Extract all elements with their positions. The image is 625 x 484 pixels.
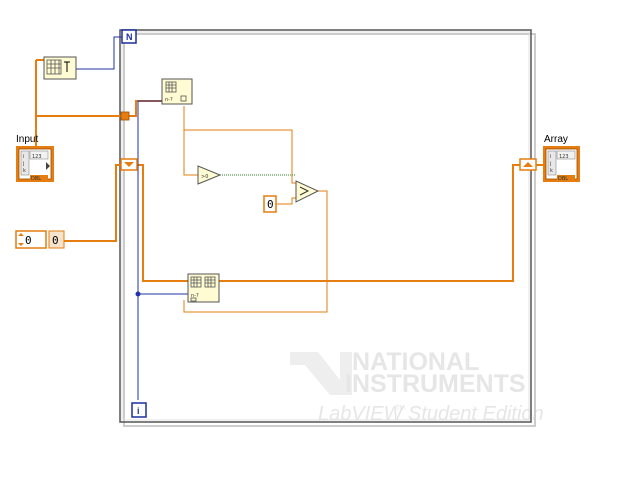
for-loop[interactable]	[119, 29, 536, 427]
select-node[interactable]	[295, 180, 320, 203]
svg-text:0: 0	[267, 198, 274, 211]
svg-text:j: j	[22, 161, 24, 167]
numeric-control[interactable]: 0 0	[15, 230, 65, 249]
input-array-control[interactable]: Input i j k 123 DBL	[16, 134, 54, 182]
zero-constant[interactable]: 0	[263, 195, 277, 213]
svg-text:i: i	[23, 154, 24, 160]
input-dtype: DBL	[31, 176, 41, 182]
shift-register-left[interactable]	[120, 158, 138, 171]
loop-iteration-terminal[interactable]: i	[131, 402, 147, 418]
numeric-value[interactable]: 0	[25, 234, 32, 247]
index-array-icon	[165, 81, 177, 93]
index-output	[180, 95, 187, 102]
array-dtype: DBL	[558, 176, 568, 182]
array-label: Array	[544, 134, 568, 145]
ni-logo-icon	[290, 352, 352, 395]
size-icon	[64, 61, 70, 72]
compare-label: >0	[201, 174, 208, 180]
up-arrow-icon	[523, 162, 533, 167]
array-size-node[interactable]	[43, 56, 77, 80]
orange-wires[interactable]	[35, 59, 545, 313]
increment-icon[interactable]	[18, 233, 24, 236]
replace-array-icon	[190, 276, 216, 288]
blue-wires[interactable]	[76, 36, 188, 400]
input-type: 123	[32, 154, 42, 160]
arrow-icon	[46, 162, 50, 170]
input-label: Input	[16, 134, 38, 145]
replace-array-subset-node[interactable]: n-?	[187, 273, 220, 303]
replace-output	[190, 297, 197, 302]
watermark-national: NATIONAL	[352, 348, 479, 376]
input-tunnel[interactable]	[120, 111, 130, 121]
down-arrow-icon	[124, 162, 134, 167]
numeric-display: 0	[52, 234, 59, 247]
select-icon	[299, 186, 310, 196]
shift-register-right[interactable]	[519, 158, 537, 171]
svg-text:k: k	[550, 168, 553, 174]
index-array-node[interactable]: n-?	[161, 78, 193, 105]
svg-text:j: j	[549, 161, 551, 167]
svg-text:N: N	[126, 32, 133, 42]
array-indicator[interactable]: Array i j k 123 DBL	[543, 134, 580, 182]
loop-count-terminal[interactable]: N	[121, 29, 137, 44]
svg-text:k: k	[23, 168, 26, 174]
replace-label: n-?	[191, 293, 199, 299]
index-label: n-?	[165, 97, 173, 103]
greater-than-zero-node[interactable]: >0	[197, 165, 222, 185]
svg-text:i: i	[137, 406, 140, 416]
array-type: 123	[559, 154, 569, 160]
array-grid-icon	[46, 59, 62, 75]
watermark-tm: TM	[395, 405, 405, 412]
decrement-icon[interactable]	[18, 243, 24, 246]
ni-watermark: NATIONAL INSTRUMENTS LabVIEW TM Student …	[290, 348, 544, 425]
watermark-instruments: INSTRUMENTS	[345, 370, 526, 398]
svg-text:i: i	[550, 154, 551, 160]
